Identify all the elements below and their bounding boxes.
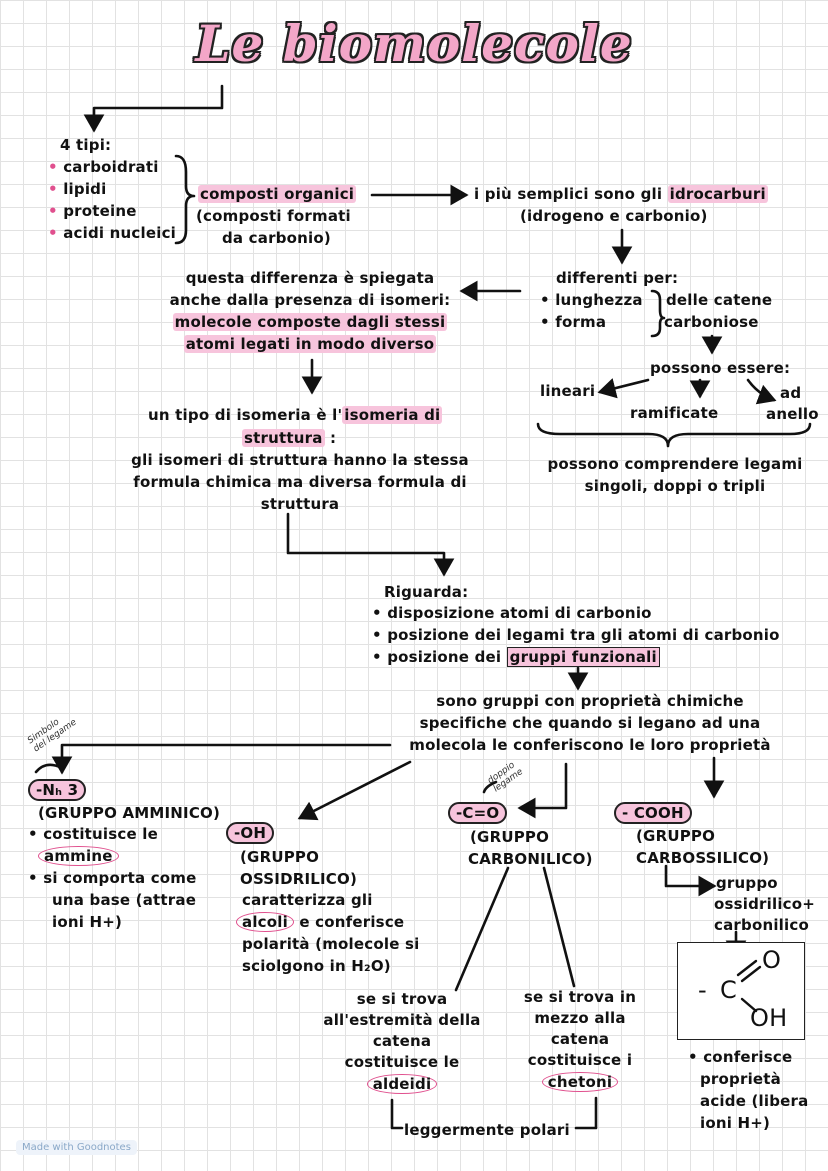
structural-line: formula chimica ma diversa formula di [133, 473, 467, 491]
structural-line: gli isomeri di struttura hanno la stessa [131, 451, 469, 469]
amino-bullet: • costituisce le [28, 825, 158, 843]
carbonyl-name: CARBONILICO) [468, 850, 593, 868]
list-item: • proteine [48, 202, 137, 220]
isomers-line: molecole composte dagli stessi [172, 313, 448, 331]
figure-dash: - [698, 976, 707, 1004]
hydroxyl-line: alcoli e conferisce [236, 911, 404, 933]
bullet-icon: • [372, 626, 388, 644]
carboxyl-group: carbonilico [714, 916, 809, 934]
bullet-icon: • [540, 313, 556, 331]
aldehyde-word: aldeidi [312, 1073, 492, 1095]
simplest-line: (idrogeno e carbonio) [520, 207, 708, 225]
page-title: Le biomolecole [195, 14, 633, 73]
list-item: • acidi nucleici [48, 224, 177, 242]
list-item: • disposizione atomi di carbonio [372, 604, 652, 622]
bullet-icon: • [28, 869, 44, 887]
chains-heading: possono essere: [650, 359, 791, 377]
structural-line: struttura : [242, 429, 337, 447]
carboxyl-name: (GRUPPO [636, 827, 716, 845]
bullet-icon: • [48, 180, 64, 198]
organic-line: da carbonio) [222, 229, 331, 247]
bond-lines [736, 959, 762, 1013]
carboxyl-group: ossidrilico+ [714, 895, 816, 913]
bullet-icon: • [48, 158, 64, 176]
list-item: • forma [540, 313, 607, 331]
bullet-icon: • [48, 224, 64, 242]
hydroxyl-symbol: -OH [226, 822, 275, 844]
carboxyl-symbol: - COOH [614, 802, 692, 824]
carboxyl-line: proprietà [700, 1070, 781, 1088]
hydroxyl-line: sciolgono in H₂O) [242, 957, 391, 975]
chains-ring: anello [766, 405, 819, 423]
bonds-line: singoli, doppi o tripli [584, 477, 766, 495]
isomers-line: anche dalla presenza di isomeri: [169, 291, 451, 309]
bullet-icon: • [48, 202, 64, 220]
bonds-line: possono comprendere legami [547, 455, 803, 473]
goodnotes-watermark: Made with Goodnotes [16, 1140, 137, 1155]
aldehyde-line: se si trova [356, 990, 448, 1008]
differ-side: carboniose [664, 313, 759, 331]
list-item: • lipidi [48, 180, 107, 198]
list-item: • carboidrati [48, 158, 159, 176]
figure-hydroxyl: OH [750, 1004, 788, 1032]
functional-line: molecola le conferiscono le loro proprie… [409, 736, 771, 754]
carboxyl-structure-figure: - C O OH [677, 942, 805, 1040]
carbonyl-symbol: -C=O [448, 802, 508, 824]
bullet-icon: • [688, 1048, 704, 1066]
hydroxyl-name: OSSIDRILICO) [240, 870, 358, 888]
amino-line: una base (attrae [52, 891, 197, 909]
carboxyl-line: acide (libera [700, 1092, 809, 1110]
chains-linear: lineari [540, 382, 596, 400]
bullet-icon: • [372, 648, 388, 666]
ketone-word: chetoni [490, 1071, 670, 1093]
figure-oxygen: O [762, 946, 782, 974]
hydroxyl-line: caratterizza gli [242, 891, 373, 909]
functional-line: sono gruppi con proprietà chimiche [436, 692, 744, 710]
isomers-line: questa differenza è spiegata [185, 269, 435, 287]
bullet-icon: • [28, 825, 44, 843]
ketone-line: costituisce i [527, 1051, 633, 1069]
carboxyl-group: gruppo [716, 874, 778, 892]
carboxyl-bullet: • conferisce [688, 1048, 793, 1066]
differ-side: delle catene [666, 291, 773, 309]
aldehyde-line: catena [372, 1032, 432, 1050]
organic-compounds: composti organici [198, 185, 357, 203]
carboxyl-line: ioni H+) [700, 1114, 771, 1132]
carbonyl-name: (GRUPPO [470, 828, 550, 846]
amino-line: ioni H+) [52, 913, 123, 931]
ketone-line: mezzo alla [534, 1009, 626, 1027]
amino-name: (GRUPPO AMMINICO) [38, 804, 221, 822]
bullet-icon: • [372, 604, 388, 622]
ketone-line: catena [550, 1030, 610, 1048]
aldehyde-line: all'estremità della [323, 1011, 481, 1029]
list-item: • posizione dei legami tra gli atomi di … [372, 626, 780, 644]
polar-label: leggermente polari [404, 1121, 570, 1139]
differ-heading: differenti per: [556, 269, 679, 287]
list-item: • lunghezza [540, 291, 643, 309]
functional-line: specifiche che quando si legano ad una [419, 714, 761, 732]
hydroxyl-line: polarità (molecole si [242, 935, 420, 953]
amino-word: ammine [38, 845, 119, 867]
ketone-line: se si trova in [523, 988, 637, 1006]
bullet-icon: • [540, 291, 556, 309]
carboxyl-name: CARBOSSILICO) [636, 849, 770, 867]
list-item: • posizione dei gruppi funzionali [372, 646, 660, 668]
structural-line: struttura [260, 495, 340, 513]
aldehyde-line: costituisce le [344, 1053, 460, 1071]
isomers-line: atomi legati in modo diverso [183, 335, 437, 353]
chains-branched: ramificate [630, 404, 719, 422]
chains-ring: ad [780, 384, 802, 402]
types-heading: 4 tipi: [60, 136, 112, 154]
figure-carbon: C [720, 976, 737, 1004]
structural-line: un tipo di isomeria è l'isomeria di [148, 406, 443, 424]
hydroxyl-name: (GRUPPO [240, 848, 320, 866]
amino-bullet: • si comporta come [28, 869, 197, 887]
concerns-heading: Riguarda: [384, 583, 469, 601]
organic-line: (composti formati [196, 207, 351, 225]
simplest-line: i più semplici sono gli idrocarburi [474, 185, 768, 203]
amino-symbol: -Nₕ 3 [28, 779, 87, 801]
